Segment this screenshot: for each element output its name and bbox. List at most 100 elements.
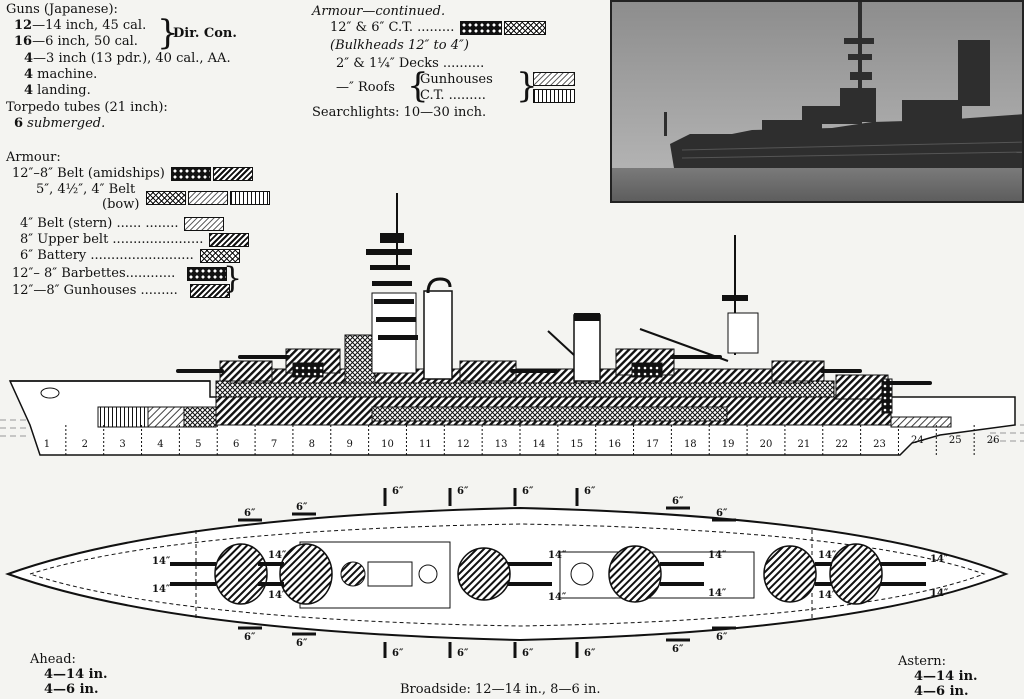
pattern-swatch <box>187 266 228 281</box>
armour-barbettes: 12″– 8″ Barbettes............ <box>12 266 228 281</box>
armour-row-label: 12″—8″ Gunhouses ......... <box>12 283 178 298</box>
section-number: 11 <box>419 439 432 450</box>
armour-row-label: 5″, 4½″, 4″ Belt <box>36 182 136 197</box>
label-14in: 14″ <box>930 554 949 565</box>
label-6in: 6″ <box>392 486 404 497</box>
section-number: 5 <box>195 439 201 450</box>
pattern-swatch <box>212 166 253 181</box>
guns-title: Guns (Japanese): <box>6 2 118 17</box>
section-number: 10 <box>381 439 394 450</box>
label-14in: 14″ <box>708 550 727 561</box>
ship-photograph <box>610 0 1024 203</box>
armour-row-label: 6″ Battery ......................... <box>20 248 194 263</box>
astern-title: Astern: <box>898 654 946 669</box>
label-14in: 14″ <box>268 550 287 561</box>
label-6in: 6″ <box>296 638 308 649</box>
section-number: 13 <box>495 439 508 450</box>
section-number: 20 <box>760 439 773 450</box>
armour-belt-stern: 4″ Belt (stern) ...... ........ <box>20 216 225 231</box>
section-number: 12 <box>457 439 470 450</box>
section-number: 3 <box>119 439 125 450</box>
torpedo-desc: submerged. <box>23 116 106 131</box>
label-6in: 6″ <box>672 496 684 507</box>
guns-main-desc: —14 inch, 45 cal. <box>32 18 147 33</box>
label-6in: 6″ <box>392 648 404 659</box>
torpedo-count: 6 <box>14 116 24 131</box>
armour-roofs-prefix: —″ Roofs <box>336 80 395 95</box>
armour-row-label: 12″–8″ Belt (amidships) <box>12 166 165 181</box>
label-6in: 6″ <box>296 502 308 513</box>
armour-ct-row: 12″ & 6″ C.T. ......... <box>330 20 547 35</box>
guns-machine-desc: machine. <box>33 67 98 82</box>
ahead-secondary: 4—6 in. <box>44 682 99 697</box>
label-6in: 6″ <box>716 632 728 643</box>
label-6in: 6″ <box>244 508 256 519</box>
armour-roof-gunhouses: Gunhouses <box>420 72 493 87</box>
label-6in: 6″ <box>584 648 596 659</box>
section-number: 7 <box>271 439 277 450</box>
section-number: 25 <box>949 435 962 446</box>
torpedo-title: Torpedo tubes (21 inch): <box>6 100 168 115</box>
guns-machine-count: 4 <box>24 67 34 82</box>
armour-bow-label: (bow) <box>102 197 140 212</box>
label-6in: 6″ <box>584 486 596 497</box>
armour-brace: } <box>223 261 243 296</box>
pattern-swatch <box>170 166 211 181</box>
label-14in: 14″ <box>548 550 567 561</box>
torpedo-row: 6 submerged. <box>14 116 105 131</box>
pattern-swatch <box>460 20 503 35</box>
armour-bulkheads: (Bulkheads 12″ to 4″) <box>330 38 469 53</box>
pattern-swatch <box>199 248 240 263</box>
pattern-swatch <box>209 232 250 247</box>
section-number: 9 <box>347 439 353 450</box>
broadside: Broadside: 12—14 in., 8—6 in. <box>400 682 601 697</box>
section-number: 4 <box>157 439 163 450</box>
label-14in: 14″ <box>818 550 837 561</box>
guns-main-row: 12—14 inch, 45 cal. <box>14 18 146 33</box>
guns-secondary-desc: —6 inch, 50 cal. <box>32 34 138 49</box>
pattern-swatch <box>504 20 547 35</box>
roofs-brace-right: } <box>516 66 538 106</box>
armour-battery: 6″ Battery ......................... <box>20 248 240 263</box>
section-number: 14 <box>533 439 546 450</box>
armour-title: Armour: <box>6 150 61 165</box>
section-number: 26 <box>987 435 1000 446</box>
armour-belt-bow: 5″, 4½″, 4″ Belt <box>36 182 135 197</box>
armour-continued-title: Armour—continued. <box>312 4 446 19</box>
searchlights: Searchlights: 10—30 inch. <box>312 105 487 120</box>
roofs-brace-left: { <box>407 66 429 106</box>
guns-aa-row: 4—3 inch (13 pdr.), 40 cal., AA. <box>24 51 231 66</box>
guns-machine-row: 4 machine. <box>24 67 97 82</box>
armour-gunhouses: 12″—8″ Gunhouses ......... <box>12 283 230 298</box>
guns-landing-count: 4 <box>24 83 34 98</box>
label-6in: 6″ <box>457 486 469 497</box>
label-6in: 6″ <box>244 632 256 643</box>
guns-landing-desc: landing. <box>33 83 91 98</box>
guns-brace: } <box>157 13 179 53</box>
label-6in: 6″ <box>522 486 534 497</box>
armour-roof-ct: C.T. ......... <box>420 88 486 103</box>
section-number: 19 <box>722 439 735 450</box>
section-number: 2 <box>82 439 88 450</box>
ahead-main: 4—14 in. <box>44 667 108 682</box>
section-number: 23 <box>873 439 886 450</box>
label-14in: 14″ <box>152 556 171 567</box>
section-number: 24 <box>911 435 924 446</box>
pattern-swatch <box>533 88 575 103</box>
photo-svg <box>612 2 1022 201</box>
label-14in: 14″ <box>818 590 837 601</box>
armour-row-label: 4″ Belt (stern) ...... ........ <box>20 216 179 231</box>
label-14in: 14″ <box>548 592 567 603</box>
section-number: 17 <box>646 439 659 450</box>
section-number: 21 <box>797 439 810 450</box>
section-number: 8 <box>309 439 315 450</box>
label-6in: 6″ <box>672 644 684 655</box>
dir-con-label: Dir. Con. <box>173 26 237 41</box>
guns-aa-count: 4 <box>24 51 34 66</box>
pattern-swatch <box>146 190 186 205</box>
section-number: 16 <box>608 439 621 450</box>
pattern-swatch <box>230 190 270 205</box>
label-6in: 6″ <box>716 508 728 519</box>
armour-decks: 2″ & 1¼″ Decks .......... <box>336 56 485 71</box>
